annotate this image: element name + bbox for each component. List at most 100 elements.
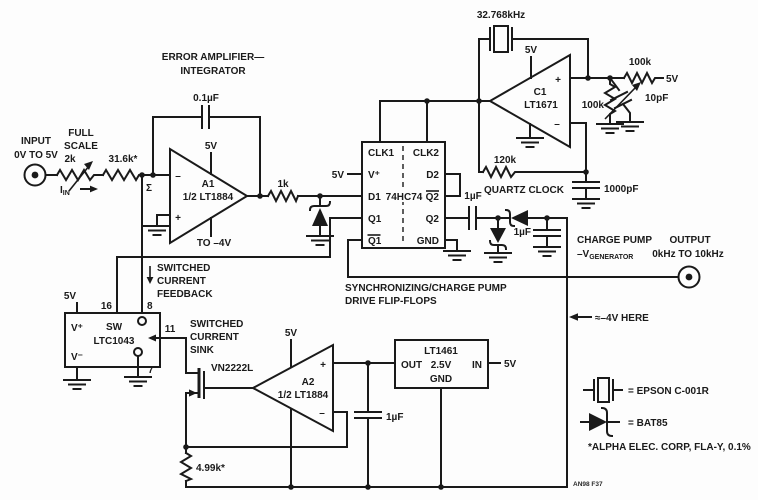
quartz-clock-caption: QUARTZ CLOCK <box>484 185 565 196</box>
resistor-120k <box>481 164 518 180</box>
ff-pin-q1bar: Q1 <box>368 236 382 247</box>
a2-cap-value: 1µF <box>386 412 403 423</box>
ff-caption-2: DRIVE FLIP-FLOPS <box>345 296 437 307</box>
sink-note-2: CURRENT <box>190 332 239 343</box>
ground-symbol <box>484 252 512 263</box>
resistor-1k <box>266 188 300 204</box>
error-amp-title-1: ERROR AMPLIFIER— <box>162 52 264 63</box>
mosfet-part: VN2222L <box>211 363 253 374</box>
c1-plus-input: + <box>555 75 561 86</box>
opamp-a1-body <box>169 147 249 245</box>
input-range-label: 0V TO 5V <box>14 150 58 161</box>
charge-pump: 1µF 1µF CHARGE PUMP –VGENERATOR <box>444 191 652 488</box>
legend-bat85-icon <box>580 406 620 438</box>
legend-alpha-note: *ALPHA ELEC. CORP, FLA-Y, 0.1% <box>588 442 751 453</box>
a2-plus-input: + <box>320 360 326 371</box>
pot-2k-resistor <box>55 168 98 182</box>
resistor-100k-top <box>622 70 657 86</box>
ground-symbol <box>63 379 91 390</box>
legend: = EPSON C-001R = BAT85 *ALPHA ELEC. CORP… <box>573 377 751 488</box>
ground-symbol <box>443 250 471 261</box>
ff-pin-clk2: CLK2 <box>413 148 440 159</box>
ltc1043-supply-label: 5V <box>64 291 77 302</box>
error-amp-title-2: INTEGRATOR <box>180 66 246 77</box>
lt1461-gnd-pin: GND <box>430 374 452 385</box>
resistor-1k-value: 1k <box>277 179 289 190</box>
a2-supply-label: 5V <box>285 328 298 339</box>
lt1461-name: LT1461 <box>424 346 458 357</box>
feedback-note-2: CURRENT <box>157 276 206 287</box>
input-label: INPUT <box>21 136 51 147</box>
ff-pin-d1: D1 <box>368 192 381 203</box>
pump-cap2-icon <box>533 217 561 257</box>
pot-value: 2k <box>64 154 76 165</box>
ff-part-number: 74HC74 <box>386 192 423 203</box>
error-amplifier-a1: ERROR AMPLIFIER— INTEGRATOR 0.1µF 5V TO … <box>143 52 363 249</box>
ff-pin-q1: Q1 <box>368 214 382 225</box>
cap-1000pf-icon <box>572 171 600 209</box>
ltc1043-pin11-label: 11 <box>165 324 176 335</box>
legend-bat85-text: = BAT85 <box>628 418 668 429</box>
ltc1043-part: LTC1043 <box>94 336 135 347</box>
switch-contact-top <box>137 316 147 326</box>
lt1461-out-pin: OUT <box>401 360 422 371</box>
resistor-31k6 <box>101 168 142 182</box>
charge-pump-label-2: –VGENERATOR <box>577 249 633 261</box>
ff-supply-label: 5V <box>332 170 345 181</box>
quartz-oscillator-c1: 32.768kHz 5V + – C1 LT1671 100k 5V 100k <box>379 10 679 209</box>
ff-pin-vplus: V⁺ <box>368 170 380 181</box>
ff-pin-clk1: CLK1 <box>368 148 395 159</box>
figure-number: AN98 F37 <box>573 481 603 488</box>
sink-note-3: SINK <box>190 345 215 356</box>
input-connector-dot <box>31 171 39 179</box>
pot-wiper-arrow <box>68 165 90 192</box>
pump-cap1-value: 1µF <box>464 191 481 202</box>
ff-pin-q2: Q2 <box>426 214 440 225</box>
charge-pump-label-1: CHARGE PUMP <box>577 235 652 246</box>
legend-crystal-icon <box>583 377 623 403</box>
resistor-4k99-value: 4.99k* <box>196 463 225 474</box>
output-connector-dot <box>685 273 693 281</box>
ltc1043-vminus-pin: V⁻ <box>71 352 83 363</box>
scale-label: SCALE <box>64 141 98 152</box>
ground-symbol <box>596 123 624 134</box>
ltc1043-sw-label: SW <box>106 322 123 333</box>
ltc1043-vplus-pin: V⁺ <box>71 323 83 334</box>
flipflop-74hc74: 5V CLK1 V⁺ D1 Q1 Q1 CLK2 D2 Q2 Q2 GND 74… <box>116 100 679 314</box>
bat85-series-diode-icon <box>497 208 548 228</box>
a2-cap-icon <box>354 362 382 488</box>
a2-part: 1/2 LT1884 <box>278 390 329 401</box>
a2-minus-input: – <box>319 408 325 419</box>
crystal-value: 32.768kHz <box>477 10 525 21</box>
ff-caption-1: SYNCHRONIZING/CHARGE PUMP <box>345 283 507 294</box>
cap-1000pf-value: 1000pF <box>604 184 638 195</box>
ff-pin-q2bar: Q2 <box>426 192 440 203</box>
a1-part: 1/2 LT1884 <box>183 192 234 203</box>
ground-symbol <box>124 376 152 387</box>
a1-name: A1 <box>202 179 215 190</box>
pump-cap2-value: 1µF <box>514 227 531 238</box>
a1-neg-supply-label: TO –4V <box>197 238 232 249</box>
feedback-note-3: FEEDBACK <box>157 289 213 300</box>
lt1461-in-pin: IN <box>472 360 482 371</box>
lt1461-supply-label: 5V <box>504 359 517 370</box>
ltc1043-pin7-label: 7 <box>148 365 154 376</box>
ltc1043-pin16-label: 16 <box>101 301 113 312</box>
ground-symbol <box>572 198 600 209</box>
ground-symbol <box>533 246 561 257</box>
full-label: FULL <box>68 128 94 139</box>
legend-crystal-text: = EPSON C-001R <box>628 386 710 397</box>
trimmer-value: 10pF <box>645 93 668 104</box>
output-label: OUTPUT <box>669 235 710 246</box>
a1-minus-input: – <box>175 171 181 182</box>
ground-symbol <box>516 137 544 148</box>
minus4v-note: ≈–4V HERE <box>595 313 649 324</box>
summing-node-label: Σ <box>146 183 152 194</box>
resistor-4k99 <box>178 451 194 483</box>
ltc1043-pin8-label: 8 <box>147 301 153 312</box>
current-sink-section: VN2222L 4.99k* 5V + – A2 1/2 LT1884 1µF … <box>178 328 568 488</box>
opamp-a2-body <box>250 343 334 433</box>
resistor-100k-bias-value: 100k <box>582 100 605 111</box>
ff-pin-d2: D2 <box>426 170 439 181</box>
